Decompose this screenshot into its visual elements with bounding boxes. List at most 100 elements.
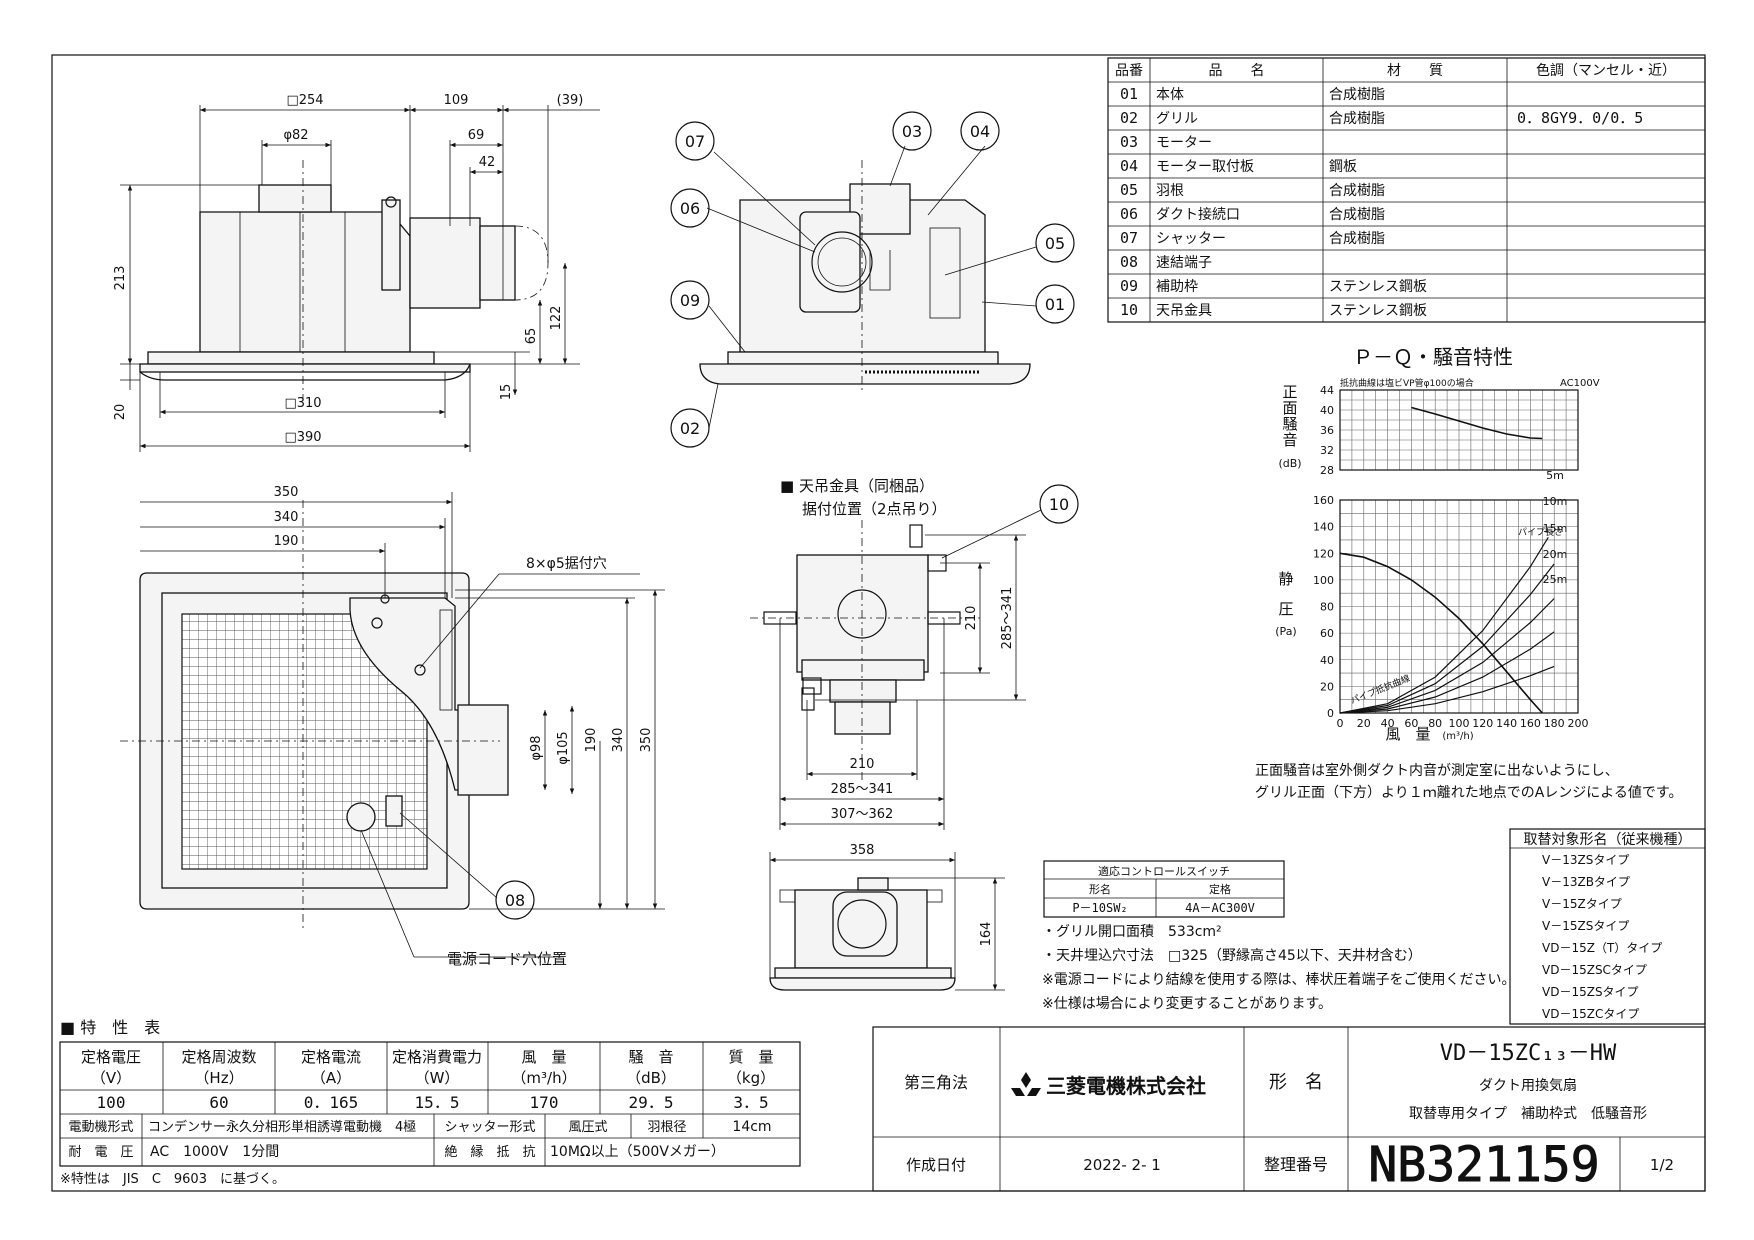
chart-title: Ｐ－Ｑ・騒音特性 xyxy=(1353,345,1513,369)
spec-note-4: ※仕様は場合により変更することがあります。 xyxy=(1042,995,1332,1012)
parts-header: 色調（マンセル・近） xyxy=(1536,62,1676,79)
parts-header: 品 名 xyxy=(1209,63,1265,79)
x-tick-label: 60 xyxy=(1404,717,1418,730)
parts-no: 10 xyxy=(1120,301,1138,319)
noise-ylabel: 正 面 騒 音 (dB) xyxy=(1278,383,1301,470)
hole-label: 8×φ5据付穴 xyxy=(526,556,607,572)
callout-03: 03 xyxy=(902,122,922,141)
side-view: □254 109 (39) φ82 69 42 213 20 122 65 15 xyxy=(113,93,600,452)
dim-hanger-210h: 210 xyxy=(850,757,875,772)
pressure-tick-label: 60 xyxy=(1320,627,1334,640)
section-duct xyxy=(799,211,861,313)
pipe-length-label: 5m xyxy=(1546,469,1564,482)
char-unit: （dB） xyxy=(626,1069,676,1087)
switch-rating: 4A－AC300V xyxy=(1185,901,1255,915)
callout-circle xyxy=(670,280,710,320)
parts-material: 合成樹脂 xyxy=(1329,183,1385,199)
callout-01: 01 xyxy=(1045,295,1065,314)
callout-circle xyxy=(1035,284,1075,324)
x-tick-label: 160 xyxy=(1520,717,1541,730)
pipe-length-label: 10m xyxy=(1543,495,1568,508)
noise-tick-label: 32 xyxy=(1320,444,1334,457)
callout-10: 10 xyxy=(1049,495,1069,514)
char-value: 60 xyxy=(209,1093,228,1112)
tb-desc1: ダクト用換気扇 xyxy=(1479,1078,1577,1094)
char-voltage-value: AC 1000V 1分間 xyxy=(150,1144,279,1160)
pipe-length-label: 15m xyxy=(1543,522,1568,535)
dim-bottom-350v: 350 xyxy=(639,728,654,753)
hanger-body xyxy=(796,554,929,673)
switch-model: P－10SW₂ xyxy=(1072,901,1127,915)
chart-xlabel: 風 量 xyxy=(1385,725,1430,743)
callout-08-circle xyxy=(495,880,535,920)
noise-tick-label: 36 xyxy=(1320,424,1334,437)
switch-col1: 形名 xyxy=(1089,882,1111,896)
char-header: 定格消費電力 xyxy=(392,1048,482,1066)
resistance-curve-15m xyxy=(1339,598,1555,714)
replacement-model: V－13ZSタイプ xyxy=(1542,853,1629,867)
parts-material: 合成樹脂 xyxy=(1329,207,1385,223)
replacement-model: V－13ZBタイプ xyxy=(1542,875,1630,889)
x-tick-label: 80 xyxy=(1428,717,1442,730)
pressure-tick-label: 100 xyxy=(1313,574,1334,587)
char-header: 定格電圧 xyxy=(81,1048,141,1066)
x-tick-label: 0 xyxy=(1337,717,1344,730)
dim-side-15: 15 xyxy=(499,384,514,401)
char-unit: （Hz） xyxy=(194,1069,243,1087)
char-shutter-label: シャッター形式 xyxy=(444,1120,535,1135)
svg-text:面: 面 xyxy=(1282,399,1297,417)
chart-note-left: 抵抗曲線は塩ビVP管φ100の場合 xyxy=(1340,377,1474,389)
dim-side-82: φ82 xyxy=(283,128,308,143)
parts-material: 合成樹脂 xyxy=(1329,111,1385,127)
dim-hanger-285h: 285～341 xyxy=(831,782,894,797)
spec-note-2: ・天井埋込穴寸法 □325（野縁高さ45以下、天井材含む） xyxy=(1042,947,1422,964)
callout-circle xyxy=(1035,223,1075,263)
parts-no: 06 xyxy=(1120,205,1138,223)
dim-side-213: 213 xyxy=(113,266,128,291)
char-value: 170 xyxy=(530,1093,559,1112)
resistance-curve-25m xyxy=(1339,536,1549,714)
replacement-model: VD－15Z（T）タイプ xyxy=(1542,941,1662,955)
dim-bottom-340: 340 xyxy=(274,510,299,525)
side-body xyxy=(199,211,411,353)
side-frame xyxy=(147,351,435,365)
noise-tick-label: 44 xyxy=(1320,384,1334,397)
dim-bottom-340v: 340 xyxy=(611,728,626,753)
front-view: 358 164 xyxy=(769,843,1005,991)
svg-text:(dB): (dB) xyxy=(1278,457,1301,470)
char-blade-value: 14cm xyxy=(732,1119,771,1135)
x-tick-label: 140 xyxy=(1496,717,1517,730)
parts-color: 0．8GY9．0/0．5 xyxy=(1517,109,1643,127)
parts-material: ステンレス鋼板 xyxy=(1329,279,1427,295)
x-tick-label: 100 xyxy=(1449,717,1470,730)
replacement-model: VD－15ZSCタイプ xyxy=(1542,963,1647,977)
dim-front-358: 358 xyxy=(850,843,875,858)
svg-text:正: 正 xyxy=(1282,383,1297,401)
x-tick-label: 180 xyxy=(1544,717,1565,730)
side-top-outlet xyxy=(258,184,332,213)
parts-no: 04 xyxy=(1120,157,1138,175)
x-tick-label: 200 xyxy=(1568,717,1589,730)
parts-no: 08 xyxy=(1120,253,1138,271)
callout-06: 06 xyxy=(680,199,700,218)
char-insul-label: 絶 縁 抵 抗 xyxy=(444,1144,535,1160)
side-grille xyxy=(139,363,471,373)
replacement-table: 取替対象形名（従来機種）V－13ZSタイプV－13ZBタイプV－15ZタイプV－… xyxy=(1509,828,1706,1025)
parts-material: 鋼板 xyxy=(1329,159,1357,175)
parts-no: 05 xyxy=(1120,181,1138,199)
bottom-duct xyxy=(457,704,509,796)
dim-side-254: □254 xyxy=(286,93,323,108)
char-motor-value: コンデンサー永久分相形単相誘導電動機 4極 xyxy=(148,1119,416,1135)
pipe-length-label: 20m xyxy=(1543,548,1568,561)
char-footnote: ※特性は JIS C 9603 に基づく。 xyxy=(60,1172,285,1187)
callout-09: 09 xyxy=(680,291,700,310)
tb-desc2: 取替専用タイプ 補助枠式 低騒音形 xyxy=(1409,1105,1647,1122)
pressure-tick-label: 160 xyxy=(1313,494,1334,507)
resistance-curve-20m xyxy=(1339,563,1555,714)
callout-05: 05 xyxy=(1045,234,1065,253)
callout-07: 07 xyxy=(685,132,705,151)
pipe-length-label: 25m xyxy=(1543,573,1568,586)
